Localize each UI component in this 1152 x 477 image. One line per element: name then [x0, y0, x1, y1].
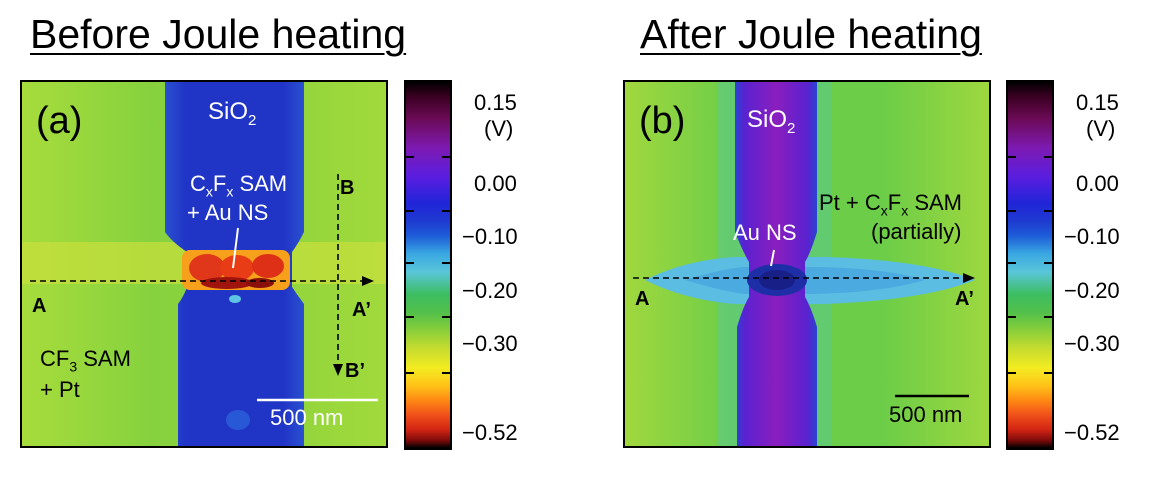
colorbar-b-unit: (V) — [1086, 116, 1116, 141]
panel-a-image: (a) SiO2 CxFx SAM + Au NS CF3 SAM + Pt A… — [20, 80, 388, 448]
colorbar-a — [404, 80, 452, 450]
colorbar-a-tick-label: 0.15 — [474, 90, 517, 115]
colorbar-b-tick-label: −0.52 — [1064, 420, 1120, 445]
colorbar-a-unit: (V) — [484, 116, 514, 141]
colorbar-a-tick-label: −0.10 — [462, 224, 518, 249]
title-after: After Joule heating — [640, 11, 982, 57]
panel-a-pt-label: + Pt — [40, 377, 80, 402]
colorbar-b — [1006, 80, 1054, 450]
panel-b-pt-cxfx-label: Pt + CxFx SAM — [819, 190, 962, 219]
panel-a-label: (a) — [36, 100, 83, 142]
colorbar-a-tick-label: −0.30 — [462, 331, 518, 356]
panel-b-au-ns-label: Au NS — [733, 220, 797, 245]
panel-b-scale-label: 500 nm — [889, 402, 963, 427]
colorbar-b-tick-label: −0.30 — [1064, 331, 1120, 356]
panel-a-marker-b-prime: B’ — [345, 360, 365, 382]
panel-a-marker-a: A — [32, 295, 47, 317]
panel-a-scale-label: 500 nm — [270, 405, 344, 430]
panel-a-cxfx-label: CxFx SAM — [190, 171, 288, 200]
colorbar-a-tick-label: −0.52 — [462, 420, 518, 445]
panel-b-sio2-label: SiO2 — [747, 106, 796, 137]
panel-b-marker-a: A — [635, 288, 650, 310]
panel-b-image: (b) SiO2 Au NS Pt + CxFx SAM (partially)… — [623, 80, 991, 448]
panel-a-cf3-label: CF3 SAM — [40, 346, 131, 375]
panel-a-au-ns-label: + Au NS — [187, 200, 269, 225]
colorbar-b-tick-label: −0.20 — [1064, 278, 1120, 303]
panel-a-marker-b: B — [340, 177, 355, 199]
panel-a-map — [22, 82, 386, 446]
panel-b-label: (b) — [639, 100, 686, 142]
panel-b-map — [625, 82, 989, 446]
colorbar-a-tick-label: 0.00 — [474, 171, 517, 196]
panel-b-partially-label: (partially) — [871, 219, 962, 244]
colorbar-a-tick-label: −0.20 — [462, 278, 518, 303]
colorbar-b-tick-label: 0.00 — [1076, 171, 1119, 196]
panel-b-marker-a-prime: A’ — [955, 288, 974, 310]
colorbar-b-tick-label: 0.15 — [1076, 90, 1119, 115]
colorbar-b-tick-label: −0.10 — [1064, 224, 1120, 249]
title-before: Before Joule heating — [30, 11, 407, 57]
panel-a-marker-a-prime: A’ — [352, 299, 371, 321]
panel-a-sio2-label: SiO2 — [208, 98, 257, 129]
